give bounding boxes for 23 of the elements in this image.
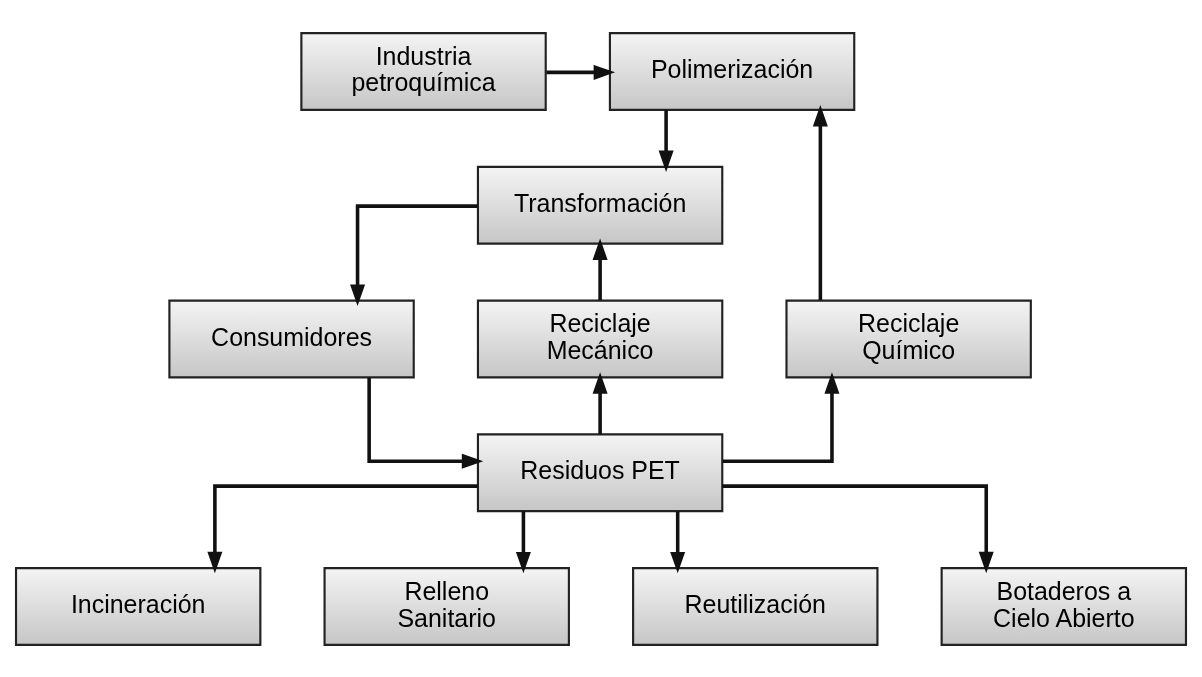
arrow — [207, 483, 478, 573]
node-box: Reciclaje Químico — [785, 299, 1032, 378]
arrow — [658, 109, 674, 172]
node-box: Polimerización — [608, 31, 856, 111]
node-box: Relleno Sanitario — [323, 566, 570, 646]
node-box: Industria petroquímica — [300, 31, 547, 111]
arrow — [722, 371, 840, 463]
node-box: Transformación — [476, 165, 724, 245]
arrow — [367, 377, 484, 469]
node-box: Residuos PET — [476, 432, 724, 512]
arrow — [670, 510, 686, 573]
arrow — [350, 203, 478, 306]
arrow — [812, 104, 828, 300]
arrow — [546, 64, 616, 80]
node-box: Reutilización — [632, 566, 879, 646]
arrow — [592, 237, 608, 300]
node-box: Reciclaje Mecánico — [476, 299, 724, 378]
arrow — [722, 483, 994, 573]
node-box: Botaderos a Cielo Abierto — [940, 566, 1188, 646]
arrow — [592, 371, 608, 434]
arrow — [515, 510, 531, 573]
node-box: Consumidores — [168, 299, 415, 378]
node-box: Incineración — [14, 566, 262, 646]
